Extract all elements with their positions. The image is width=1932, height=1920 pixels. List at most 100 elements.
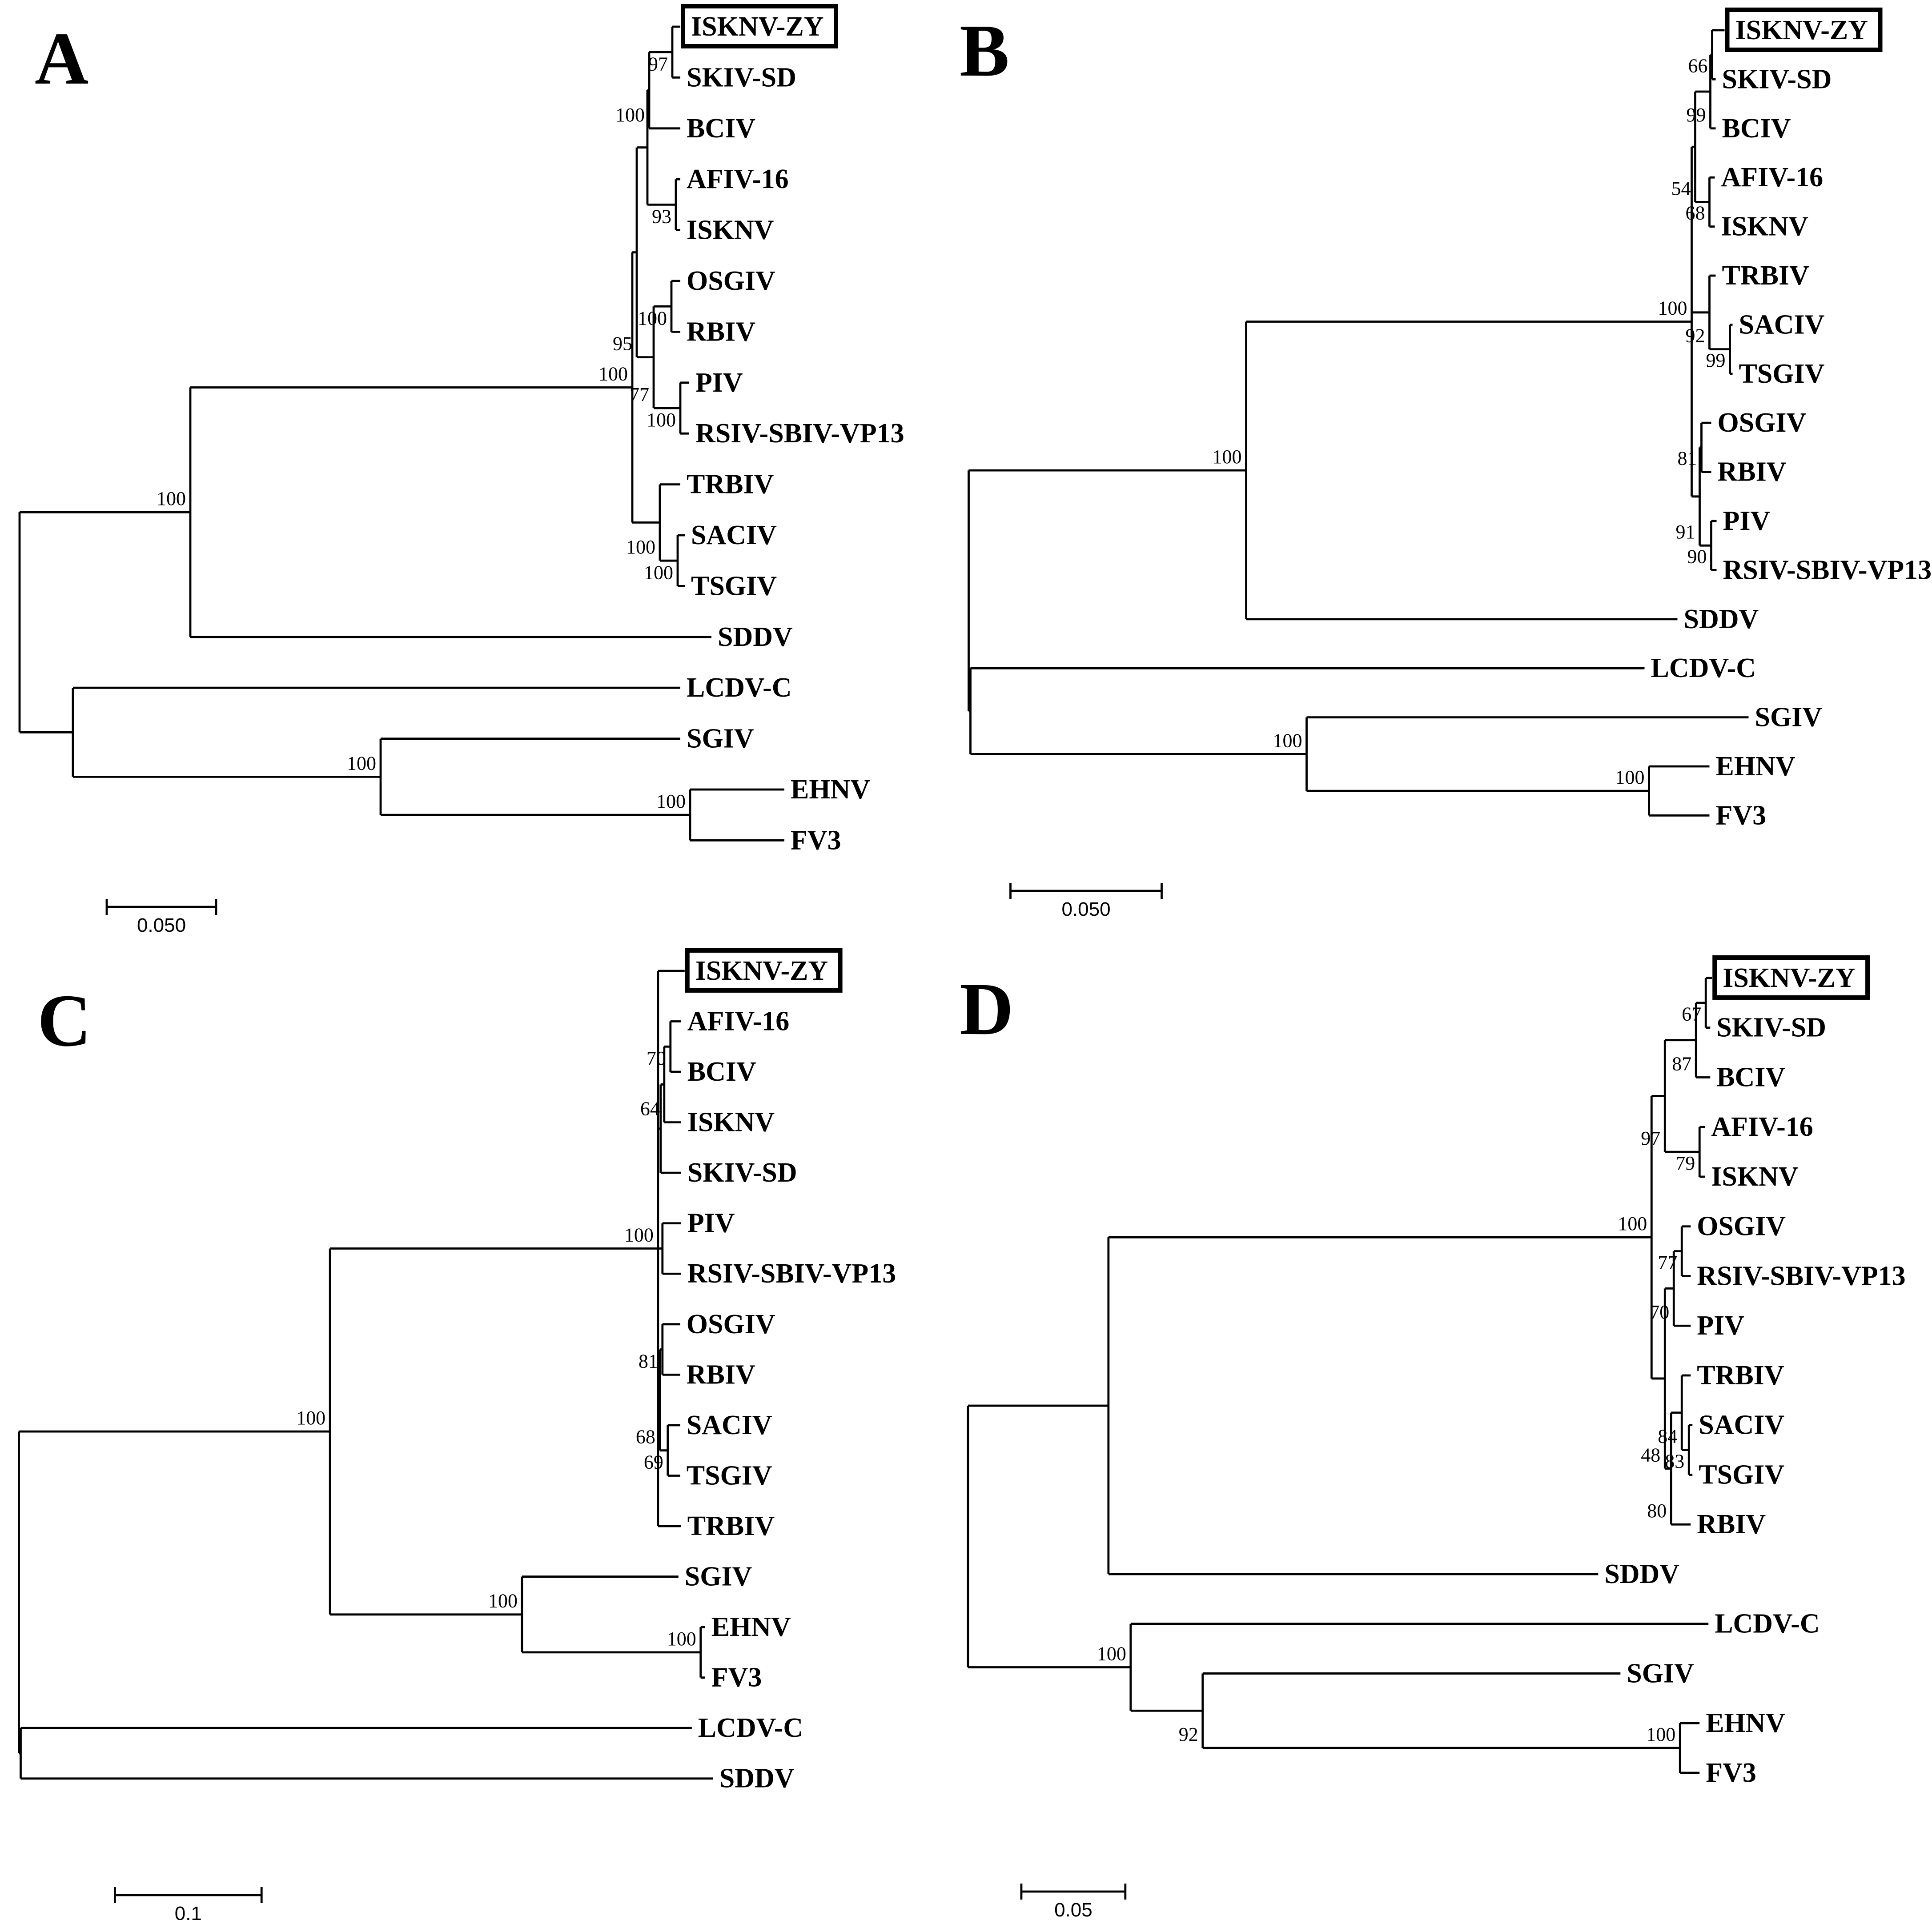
taxon-label: PIV — [1723, 506, 1771, 536]
taxon-label: TRBIV — [687, 1511, 775, 1541]
taxon-label: EHNV — [1716, 751, 1795, 782]
bootstrap-value: 100 — [1646, 1724, 1675, 1745]
bootstrap-value: 68 — [1686, 202, 1705, 224]
taxon-label: ISKNV — [1721, 212, 1809, 242]
bootstrap-value: 81 — [639, 1350, 658, 1372]
bootstrap-value: 67 — [1682, 1003, 1701, 1025]
taxon-label: RBIV — [1697, 1509, 1766, 1539]
bootstrap-value: 100 — [157, 488, 186, 509]
taxon-label: ISKNV — [687, 1107, 775, 1138]
taxon-label: SDDV — [719, 1764, 795, 1794]
bootstrap-value: 66 — [1688, 55, 1708, 76]
taxon-label: SDDV — [1684, 604, 1759, 634]
bootstrap-value: 100 — [1097, 1643, 1126, 1664]
bootstrap-value: 91 — [1676, 521, 1695, 543]
bootstrap-value: 100 — [598, 363, 628, 385]
panel-d-letter: D — [960, 968, 1014, 1050]
bootstrap-value: 97 — [648, 53, 668, 75]
bootstrap-value: 100 — [1213, 446, 1242, 468]
scale-bar-label: 0.05 — [1054, 1899, 1093, 1920]
taxon-label: SGIV — [687, 724, 754, 754]
scale-bar-label: 0.1 — [175, 1903, 202, 1920]
isknv-zy-highlight-box — [1712, 955, 1870, 1000]
taxon-label: ISKNV — [687, 215, 774, 245]
taxon-label: SGIV — [1627, 1658, 1694, 1688]
taxon-label: TRBIV — [687, 469, 774, 500]
bootstrap-value: 100 — [296, 1407, 325, 1429]
bootstrap-value: 93 — [652, 206, 671, 228]
bootstrap-value: 99 — [1706, 349, 1726, 371]
bootstrap-value: 100 — [638, 307, 667, 329]
bootstrap-value: 92 — [1179, 1724, 1198, 1745]
bootstrap-value: 100 — [1618, 1213, 1647, 1235]
taxon-label: AFIV-16 — [1711, 1112, 1813, 1142]
bootstrap-value: 68 — [636, 1426, 655, 1448]
bootstrap-value: 48 — [1641, 1444, 1660, 1466]
bootstrap-value: 100 — [1658, 297, 1687, 319]
bootstrap-value: 100 — [647, 409, 676, 431]
taxon-label: TSGIV — [687, 1460, 772, 1491]
bootstrap-value: 69 — [644, 1451, 663, 1473]
taxon-label: EHNV — [711, 1612, 791, 1642]
taxon-label: RBIV — [1718, 457, 1787, 487]
taxon-label: SGIV — [1755, 702, 1823, 733]
panel-a-letter: A — [35, 17, 89, 100]
taxon-label: LCDV-C — [687, 673, 792, 703]
bootstrap-value: 79 — [1675, 1152, 1695, 1174]
taxon-label: RSIV-SBIV-VP13 — [687, 1259, 896, 1289]
bootstrap-value: 100 — [615, 104, 645, 126]
taxon-label: OSGIV — [1697, 1211, 1786, 1242]
bootstrap-value: 95 — [613, 333, 632, 355]
bootstrap-value: 100 — [667, 1628, 696, 1650]
bootstrap-value: 100 — [488, 1590, 518, 1612]
taxon-label: BCIV — [687, 113, 755, 144]
taxon-label: SACIV — [687, 1410, 772, 1440]
taxon-label: SKIV-SD — [1722, 64, 1832, 94]
taxon-label: ISKNV-ZY — [1723, 963, 1855, 993]
scale-bar-label: 0.050 — [1061, 898, 1110, 920]
panel-a-tree-svg: ISKNV-ZYSKIV-SD97BCIV100AFIV-16ISKNV93OS… — [18, 4, 904, 936]
taxon-label: EHNV — [1706, 1708, 1785, 1738]
taxon-label: AFIV-16 — [1721, 162, 1824, 192]
taxon-label: LCDV-C — [1651, 653, 1756, 683]
taxon-label: TSGIV — [691, 571, 777, 601]
bootstrap-value: 64 — [640, 1098, 660, 1120]
bootstrap-value: 80 — [1647, 1500, 1667, 1522]
taxon-label: ISKNV-ZY — [1735, 15, 1868, 45]
panel-c-tree-svg: ISKNV-ZYAFIV-16BCIV70ISKNV64SKIV-SDPIVRS… — [18, 948, 896, 1920]
taxon-label: EHNV — [791, 774, 870, 805]
taxon-label: SKIV-SD — [1716, 1013, 1826, 1043]
bootstrap-value: 100 — [624, 1224, 654, 1246]
taxon-label: RBIV — [687, 1359, 755, 1390]
taxon-label: BCIV — [687, 1057, 756, 1087]
panel-d-tree-svg: ISKNV-ZYSKIV-SD67BCIV87AFIV-16ISKNV7997O… — [967, 955, 1906, 1920]
bootstrap-value: 97 — [1641, 1127, 1660, 1149]
taxon-label: TSGIV — [1699, 1459, 1784, 1490]
taxon-label: LCDV-C — [698, 1713, 803, 1743]
taxon-label: OSGIV — [687, 1309, 775, 1339]
bootstrap-value: 92 — [1686, 325, 1705, 347]
taxon-label: SGIV — [685, 1562, 752, 1592]
taxon-label: TSGIV — [1739, 359, 1825, 389]
taxon-label: LCDV-C — [1715, 1609, 1820, 1639]
panel-b-tree-svg: ISKNV-ZYSKIV-SD66BCIV99AFIV-16ISKNV6854T… — [968, 8, 1932, 920]
taxon-label: ISKNV — [1711, 1162, 1799, 1192]
taxon-label: SACIV — [1739, 309, 1825, 340]
taxon-label: SDDV — [718, 622, 793, 652]
panel-c-letter: C — [37, 979, 92, 1062]
bootstrap-value: 100 — [1615, 766, 1645, 788]
bootstrap-value: 100 — [347, 752, 376, 774]
taxon-label: BCIV — [1716, 1062, 1785, 1092]
isknv-zy-highlight-box — [685, 948, 843, 993]
bootstrap-value: 100 — [656, 790, 686, 812]
bootstrap-value: 99 — [1687, 104, 1706, 126]
taxon-label: ISKNV-ZY — [691, 12, 824, 42]
bootstrap-value: 90 — [1687, 545, 1707, 567]
taxon-label: RSIV-SBIV-VP13 — [1697, 1261, 1905, 1291]
isknv-zy-highlight-box — [1725, 8, 1883, 52]
bootstrap-value: 81 — [1678, 448, 1697, 469]
bootstrap-value: 83 — [1665, 1450, 1684, 1472]
